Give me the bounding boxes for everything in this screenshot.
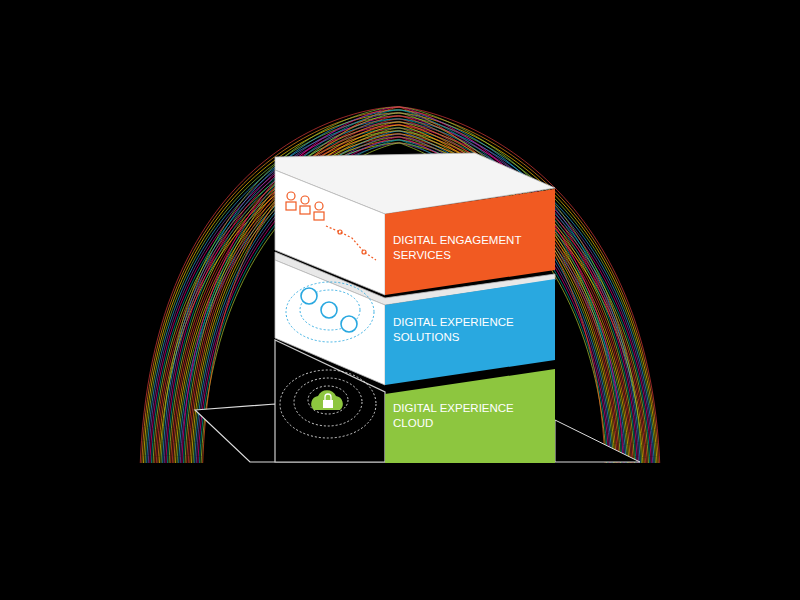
colour-arc (172, 128, 632, 463)
box-face (275, 170, 385, 295)
colour-arc (167, 119, 636, 463)
colour-arcs (140, 107, 660, 463)
colour-arc (178, 140, 626, 463)
colour-arc (148, 122, 653, 463)
colour-arc (159, 143, 643, 463)
cloud-icon (311, 390, 343, 410)
solution-rings (286, 282, 374, 342)
colour-arc (142, 110, 659, 463)
colour-arc (150, 125, 652, 463)
colour-arc (191, 125, 615, 463)
people-icons (286, 192, 376, 260)
colour-arc (180, 143, 625, 463)
colour-arc (166, 116, 638, 463)
colour-arc (146, 119, 654, 463)
stack-layer: DIGITAL EXPERIENCE SOLUTIONS (385, 279, 555, 385)
colour-arc (162, 110, 640, 463)
colour-arc (175, 134, 629, 463)
layer-label: DIGITAL ENGAGEMENT SERVICES (385, 233, 555, 263)
colour-arc (161, 107, 642, 463)
colour-arc (154, 134, 647, 463)
layer-label: DIGITAL EXPERIENCE CLOUD (385, 401, 555, 431)
colour-arc (170, 125, 633, 463)
colour-arc (196, 134, 611, 463)
layer-label: DIGITAL EXPERIENCE SOLUTIONS (385, 315, 555, 345)
colour-arc (156, 137, 646, 463)
colour-arc (153, 131, 649, 463)
cloud-rings (280, 370, 376, 438)
stack-layer: DIGITAL ENGAGEMENT SERVICES (385, 189, 555, 295)
device-icons (301, 288, 357, 332)
colour-arc (186, 116, 619, 463)
colour-arc (188, 119, 618, 463)
colour-arc (151, 128, 650, 463)
colour-arc (194, 131, 612, 463)
colour-arc (145, 116, 656, 463)
colour-arc (190, 122, 617, 463)
colour-arc (174, 131, 631, 463)
floor-shadow (555, 420, 640, 462)
colour-arc (158, 140, 645, 463)
colour-arc (177, 137, 628, 463)
stack-layer: DIGITAL EXPERIENCE CLOUD (385, 369, 555, 463)
colour-arc (140, 107, 660, 463)
colour-arc (183, 110, 622, 463)
colour-arc (169, 122, 635, 463)
lock-icon (323, 400, 333, 408)
colour-arc (182, 107, 624, 463)
colour-arc (185, 113, 621, 463)
colour-arc (193, 128, 614, 463)
lock-icon (325, 394, 331, 400)
colour-arc (143, 113, 657, 463)
colour-arc (164, 113, 639, 463)
layer-face (385, 369, 555, 463)
